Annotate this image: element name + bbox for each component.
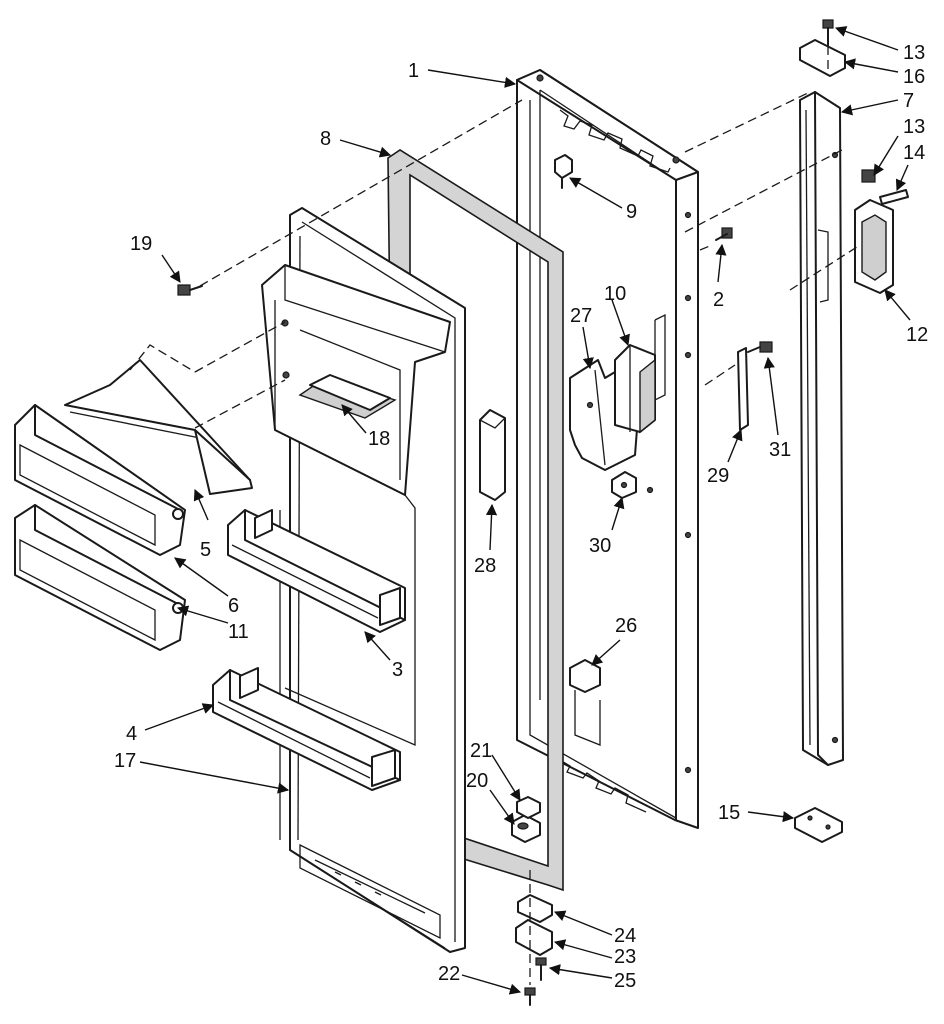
bottom-hinge-stack (515, 870, 553, 1006)
screw-22 (524, 987, 536, 1006)
callout-24: 24 (614, 925, 636, 947)
screw-2 (715, 227, 733, 241)
callout-29: 29 (707, 465, 729, 487)
screw-31 (747, 341, 773, 353)
callout-8: 8 (320, 128, 331, 150)
pin-14 (879, 189, 909, 205)
callout-12: 12 (906, 324, 928, 346)
screw-13-top (822, 19, 834, 47)
rod-29 (737, 347, 749, 431)
alignment-lines (129, 91, 861, 429)
bottom-bracket (794, 807, 843, 843)
callout-22: 22 (438, 963, 460, 985)
screw-25 (535, 957, 547, 981)
leader-lines (139, 26, 911, 995)
callout-28: 28 (474, 555, 496, 577)
callout-25: 25 (614, 970, 636, 992)
door-shelf-upper (227, 509, 406, 633)
callout-20: 20 (466, 770, 488, 792)
callout-1: 1 (408, 60, 419, 82)
switch-housing (614, 344, 656, 434)
bin-cover (64, 359, 253, 495)
callout-30: 30 (589, 535, 611, 557)
callout-18: 18 (368, 428, 390, 450)
small-clip (611, 471, 637, 499)
callout-19: 19 (130, 233, 152, 255)
callout-27: 27 (570, 305, 592, 327)
callout-31: 31 (769, 439, 791, 461)
callout-13b: 13 (903, 116, 925, 138)
callout-17: 17 (114, 750, 136, 772)
callout-26: 26 (615, 615, 637, 637)
callout-21: 21 (470, 740, 492, 762)
callout-10: 10 (604, 283, 626, 305)
callout-13: 13 (903, 42, 925, 64)
callout-11: 11 (228, 621, 249, 643)
callout-6: 6 (228, 595, 239, 617)
screw-13-side (861, 169, 876, 183)
callout-23: 23 (614, 946, 636, 968)
dispenser-bin-upper (14, 404, 186, 556)
callout-labels: 1 2 3 4 5 6 7 8 9 10 11 12 13 13 14 15 1… (114, 42, 928, 992)
callout-9: 9 (626, 201, 637, 223)
callout-4: 4 (126, 723, 137, 745)
callout-15: 15 (718, 802, 740, 824)
screw-9 (554, 154, 573, 189)
callout-16: 16 (903, 66, 925, 88)
handle-cup (854, 199, 894, 294)
callout-5: 5 (200, 539, 211, 561)
side-trim-strip (799, 91, 844, 766)
lower-bracket (569, 659, 601, 746)
callout-2: 2 (713, 289, 724, 311)
screw-19 (177, 284, 203, 296)
door-handle-insert (479, 409, 506, 501)
callout-3: 3 (392, 659, 403, 681)
callout-14: 14 (903, 142, 925, 164)
callout-7: 7 (903, 90, 914, 112)
hinge-bushing (511, 796, 541, 843)
